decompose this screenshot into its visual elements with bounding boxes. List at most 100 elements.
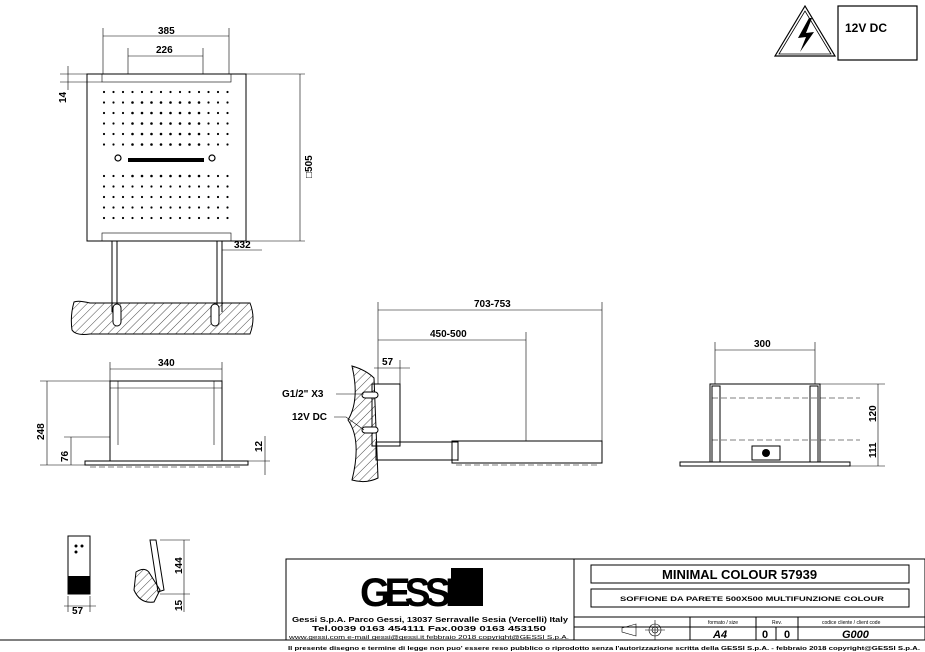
nozzle-dot	[169, 101, 172, 104]
nozzle-dot	[140, 101, 144, 104]
nozzle-dot	[102, 111, 106, 115]
nozzle-dot	[159, 122, 163, 125]
projection-symbol-icon	[621, 620, 665, 640]
voltage-box: 12V DC	[837, 5, 918, 61]
voltage-label: 12V DC	[845, 21, 887, 35]
nozzle-dot	[226, 90, 229, 94]
nozzle-dot	[207, 216, 210, 220]
nozzle-dot	[197, 90, 201, 94]
nozzle-dot	[197, 185, 201, 188]
nozzle-dot	[159, 185, 163, 188]
nozzle-dot	[188, 90, 191, 94]
dim-505: □505	[304, 155, 315, 178]
nozzle-dot	[188, 206, 191, 209]
nozzle-dot	[226, 206, 229, 209]
nozzle-dot	[112, 90, 115, 94]
nozzle-dot	[169, 174, 172, 178]
nozzle-dot	[226, 132, 229, 136]
rev-label: Rev.	[772, 620, 782, 626]
dim-226: 226	[156, 45, 173, 56]
nozzle-dot	[169, 122, 172, 125]
nozzle-dot	[102, 143, 106, 146]
nozzle-dot	[188, 122, 191, 125]
nozzle-dot	[197, 206, 201, 209]
nozzle-dot	[159, 90, 163, 94]
nozzle-dot	[102, 185, 106, 188]
nozzle-dot	[178, 185, 182, 188]
nozzle-dot	[121, 206, 125, 209]
led-strip	[128, 158, 204, 162]
nozzle-dot	[140, 174, 144, 178]
nozzle-dot	[207, 111, 210, 115]
dim-450-500: 450-500	[430, 329, 467, 340]
nozzle-dot	[197, 195, 201, 199]
nozzle-dot	[226, 122, 229, 125]
control-front-view: 57	[64, 535, 96, 617]
nozzle-dot	[150, 111, 153, 115]
nozzle-dot	[150, 185, 153, 188]
nozzle-dot	[140, 111, 144, 115]
nozzle-dot	[226, 216, 229, 220]
nozzle-dot	[188, 132, 191, 136]
nozzle-dot	[102, 90, 106, 94]
nozzle-dot	[188, 216, 191, 220]
nozzle-dot	[188, 111, 191, 115]
nozzle-dot	[159, 216, 163, 220]
nozzle-dot	[216, 216, 220, 220]
dim-76: 76	[60, 450, 71, 462]
dim-12: 12	[254, 440, 265, 452]
dim-248: 248	[36, 423, 47, 440]
nozzle-dot	[169, 111, 172, 115]
nozzle-dot	[226, 111, 229, 115]
nozzle-dot	[131, 122, 134, 125]
nozzle-dot	[150, 101, 153, 104]
nozzle-dot	[102, 195, 106, 199]
front-view: 385 226 14 □505 332	[58, 26, 315, 335]
nozzle-dot	[150, 206, 153, 209]
nozzle-dot	[197, 101, 201, 104]
nozzle-dot	[131, 206, 134, 209]
nozzle-dot	[121, 132, 125, 136]
nozzle-dot	[159, 206, 163, 209]
nozzle-dot	[102, 206, 106, 209]
nozzle-dot	[121, 122, 125, 125]
nozzle-dot	[112, 132, 115, 136]
nozzle-dot	[207, 122, 210, 125]
nozzle-dot	[140, 132, 144, 136]
code-value: G000	[842, 629, 870, 641]
nozzle-dot	[102, 101, 106, 104]
product-subtitle: SOFFIONE DA PARETE 500X500 MULTIFUNZIONE…	[620, 596, 884, 603]
nozzle-dot	[150, 90, 153, 94]
nozzle-dot	[188, 101, 191, 104]
dim-300: 300	[754, 339, 771, 350]
rev-value-1: 0	[762, 629, 768, 641]
nozzle-dot	[178, 132, 182, 136]
nozzle-dot	[102, 216, 106, 220]
nozzle-dot	[178, 174, 182, 178]
nozzle-dot	[207, 195, 210, 199]
nozzle-dot	[216, 132, 220, 136]
nozzle-dot	[112, 174, 115, 178]
nozzle-dot	[112, 122, 115, 125]
nozzle-dot	[150, 216, 153, 220]
shower-plate-outline	[86, 73, 247, 242]
nozzle-dot	[140, 122, 144, 125]
company-address: Gessi S.p.A. Parco Gessi, 13037 Serraval…	[292, 615, 568, 624]
nozzle-dot	[131, 216, 134, 220]
side-view: 703-753 450-500 57 G1/2" X3 12V DC	[282, 299, 603, 483]
nozzle-dot	[207, 174, 210, 178]
nozzle-dot	[131, 90, 134, 94]
nozzle-dot	[102, 174, 106, 178]
nozzle-dot	[178, 216, 182, 220]
dim-111: 111	[868, 442, 879, 458]
nozzle-dot	[178, 111, 182, 115]
nozzle-dot	[216, 206, 220, 209]
title-block: GESSI Gessi S.p.A. Parco Gessi, 13037 Se…	[0, 558, 925, 652]
nozzle-dot	[112, 143, 115, 146]
nozzle-dot	[226, 195, 229, 199]
nozzle-dot	[131, 174, 134, 178]
nozzle-dot	[169, 195, 172, 199]
nozzle-dot	[140, 195, 144, 199]
nozzle-dot	[150, 195, 153, 199]
nozzle-dot	[140, 185, 144, 188]
